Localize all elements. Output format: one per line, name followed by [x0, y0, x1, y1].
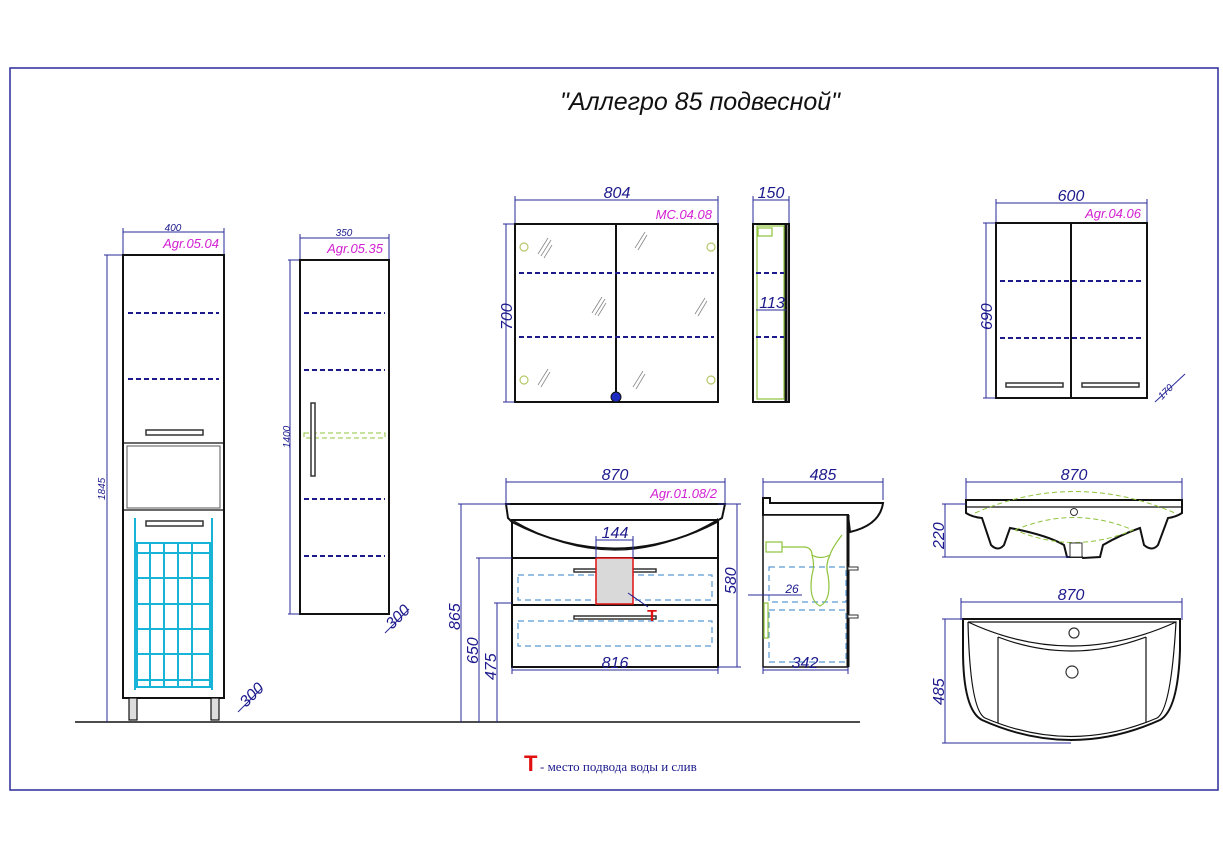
washbasin-top-depth: 485 [931, 678, 948, 705]
tall-cabinet: 400 Agr.05.04 1845 [97, 223, 268, 722]
washbasin-front-width: 870 [1061, 467, 1088, 484]
mirror-cabinet-code: MC.04.08 [656, 207, 713, 222]
drawing-frame [9, 67, 1219, 791]
wall-cabinet-height: 690 [979, 303, 996, 330]
column-cabinet: 350 Agr.05.35 1400 300 [282, 228, 414, 634]
tall-cabinet-height: 1845 [97, 477, 108, 500]
legend-text: - место подвода воды и слив [540, 759, 697, 774]
tall-cabinet-width: 400 [165, 223, 182, 234]
mirror-cabinet-inner-depth: 113 [759, 295, 785, 312]
wall-cabinet-code: Agr.04.06 [1084, 206, 1142, 221]
column-cabinet-width: 350 [336, 228, 353, 239]
column-cabinet-code: Agr.05.35 [326, 241, 384, 256]
siphon-icon [765, 534, 843, 607]
washbasin-top-width: 870 [1058, 587, 1085, 604]
column-cabinet-height: 1400 [282, 425, 293, 448]
mirror-cabinet-side: 150 113 [752, 185, 790, 403]
vanity-side-offset: 26 [784, 582, 799, 596]
vanity-side: 485 26 342 [748, 467, 885, 674]
water-point-marker: T [647, 608, 657, 625]
tall-cabinet-code: Agr.05.04 [162, 236, 219, 251]
vanity-side-depth-total: 485 [810, 467, 837, 484]
washbasin-front-height: 220 [931, 522, 948, 550]
mirror-cabinet: 804 MC.04.08 700 [499, 185, 719, 403]
legend: T - место подвода воды и слив [524, 751, 697, 776]
mirror-cabinet-side-depth: 150 [758, 185, 785, 202]
vanity-unit: 870 Agr.01.08/2 144 T 816 580 865 [447, 467, 741, 722]
legend-symbol: T [524, 751, 538, 776]
wall-cabinet: 600 Agr.04.06 690 170 [979, 188, 1186, 403]
mirror-cabinet-height: 700 [499, 303, 516, 330]
vanity-code: Agr.01.08/2 [649, 486, 718, 501]
vanity-mount-height-total: 865 [447, 603, 464, 630]
laundry-basket-icon [134, 518, 213, 690]
page-title: "Аллегро 85 подвесной" [560, 88, 841, 116]
vanity-cutout-width: 144 [602, 525, 629, 542]
tall-cabinet-depth: 300 [237, 680, 268, 711]
glass-reflection-icon [537, 231, 708, 390]
vanity-side-depth-body: 342 [792, 655, 819, 672]
mirror-cabinet-width: 804 [604, 185, 631, 202]
vanity-mount-height-lower: 475 [483, 653, 500, 680]
washbasin-front: 870 220 [931, 467, 1183, 560]
vanity-body-width: 816 [602, 655, 629, 672]
vanity-height: 580 [723, 567, 740, 594]
wall-cabinet-width: 600 [1058, 188, 1085, 205]
vanity-width: 870 [602, 467, 629, 484]
vanity-mount-height-top: 650 [465, 637, 482, 664]
washbasin-top: 870 485 [931, 587, 1183, 744]
